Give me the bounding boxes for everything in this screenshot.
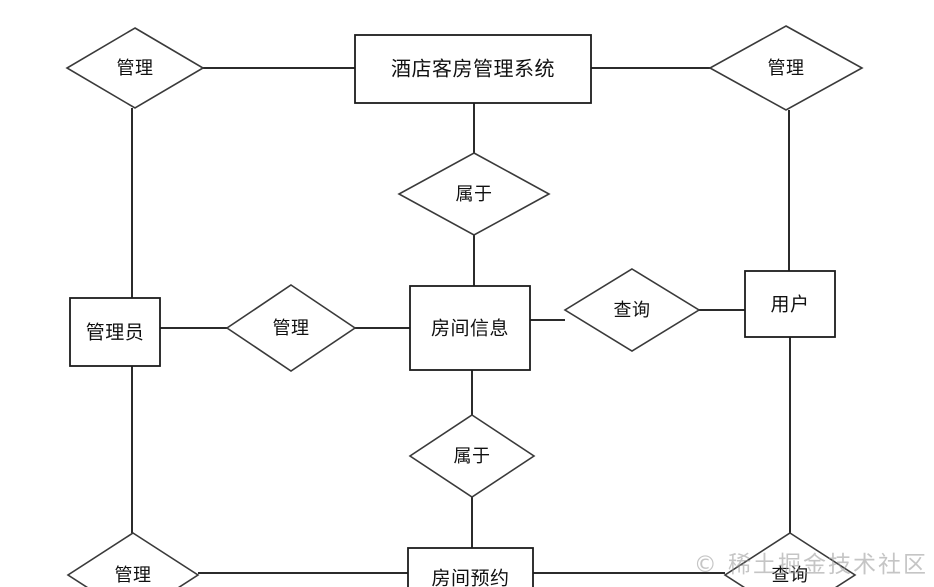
relationship-diamond	[66, 532, 200, 587]
relationship-manage-bl[interactable]: 管理	[66, 532, 200, 587]
entity-user[interactable]: 用户	[744, 270, 836, 338]
relationship-label: 属于	[454, 446, 491, 467]
entity-box	[354, 34, 592, 104]
relationship-diamond	[723, 532, 857, 587]
entity-label: 酒店客房管理系统	[391, 57, 555, 81]
edges-layer	[131, 67, 791, 574]
relationship-query-mid[interactable]: 查询	[563, 268, 701, 352]
entity-box	[744, 270, 836, 338]
relationship-label: 管理	[115, 565, 152, 586]
entity-label: 房间信息	[431, 318, 509, 340]
relationship-manage-mid[interactable]: 管理	[225, 284, 357, 372]
relationship-label: 查询	[614, 300, 651, 321]
entity-admin[interactable]: 管理员	[69, 297, 161, 367]
relationship-diamond	[563, 268, 701, 352]
relationship-manage-tr[interactable]: 管理	[708, 25, 864, 111]
relationship-belong-top[interactable]: 属于	[397, 152, 551, 236]
entity-box	[69, 297, 161, 367]
relationship-belong-bot[interactable]: 属于	[408, 414, 536, 498]
relationship-manage-tl[interactable]: 管理	[65, 27, 205, 109]
entity-label: 用户	[770, 294, 809, 316]
entity-label: 房间预约	[431, 568, 509, 587]
relationship-label: 管理	[117, 58, 154, 79]
relationship-diamond	[397, 152, 551, 236]
entity-label: 管理员	[86, 322, 145, 344]
relationship-diamond	[65, 27, 205, 109]
relationships-layer: 管理管理属于管理查询属于管理查询	[65, 25, 864, 587]
entity-box	[407, 547, 534, 587]
entity-booking[interactable]: 房间预约	[407, 547, 534, 587]
relationship-label: 管理	[273, 318, 310, 339]
entity-roominfo[interactable]: 房间信息	[409, 285, 531, 371]
relationship-query-br[interactable]: 查询	[723, 532, 857, 587]
entity-system[interactable]: 酒店客房管理系统	[354, 34, 592, 104]
relationship-label: 管理	[768, 58, 805, 79]
relationship-label: 属于	[456, 184, 493, 205]
entity-box	[409, 285, 531, 371]
relationship-label: 查询	[772, 565, 809, 586]
relationship-diamond	[225, 284, 357, 372]
relationship-diamond	[708, 25, 864, 111]
relationship-diamond	[408, 414, 536, 498]
